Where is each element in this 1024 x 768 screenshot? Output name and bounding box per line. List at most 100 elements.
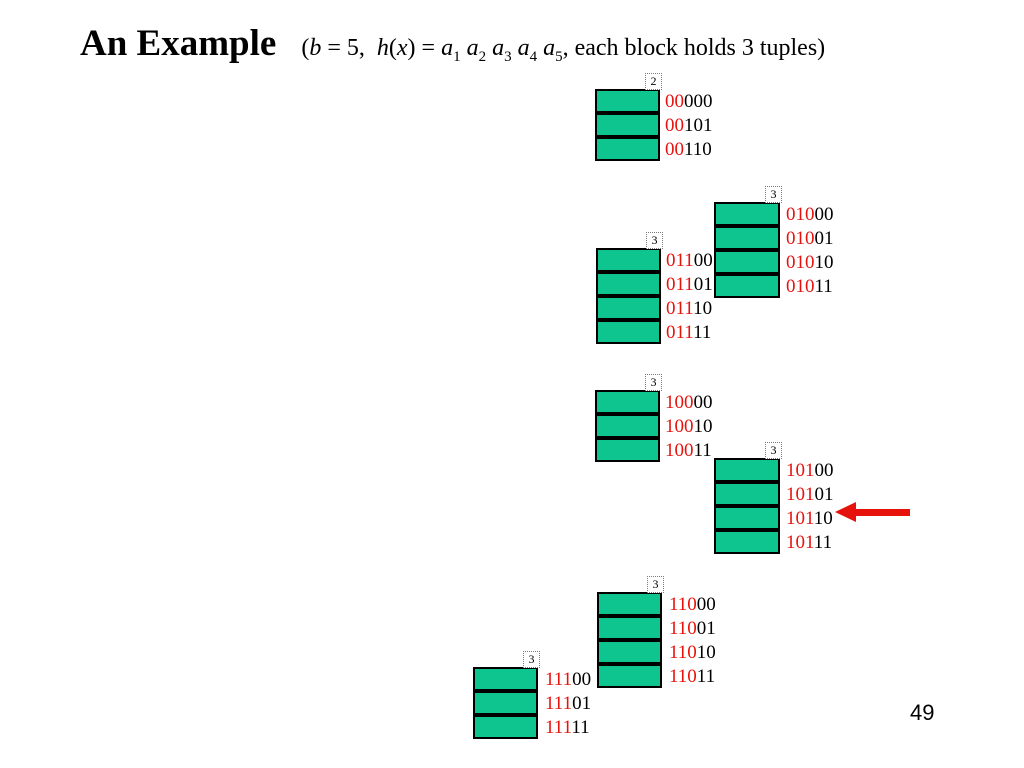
entry-black-suffix: 00 <box>693 392 713 413</box>
bucket-bits-tag: 3 <box>523 651 540 668</box>
entry-black-suffix: 01 <box>572 693 592 714</box>
entry-black-suffix: 11 <box>696 666 716 687</box>
bucket-entry-label: 11001 <box>669 616 716 640</box>
bucket-cell <box>714 274 780 298</box>
bucket-entry-label: 00000 <box>665 89 713 113</box>
bucket-cell <box>714 458 780 482</box>
entry-red-prefix: 00 <box>665 91 684 112</box>
red-pointer-arrow <box>835 502 911 522</box>
entry-black-suffix: 00 <box>814 204 834 225</box>
subtitle-fragment: x <box>396 35 408 61</box>
subtitle-fragment: 5 <box>555 49 563 65</box>
subtitle-fragment: 4 <box>529 49 538 65</box>
bucket-entry-label: 11010 <box>669 640 716 664</box>
page-number: 49 <box>910 700 935 725</box>
entry-black-suffix: 10 <box>696 642 716 663</box>
entry-red-prefix: 00 <box>665 115 684 136</box>
bucket-cell <box>714 530 780 554</box>
subtitle-fragment: ( <box>301 35 310 61</box>
entry-black-suffix: 01 <box>693 274 713 295</box>
bucket-entry-label: 01001 <box>786 226 834 250</box>
entry-black-suffix: 01 <box>696 618 716 639</box>
subtitle-fragment: a <box>466 35 479 61</box>
bucket-cell <box>595 89 660 113</box>
bucket-cell <box>714 250 780 274</box>
bucket-cell <box>714 202 780 226</box>
entry-red-prefix: 101 <box>786 460 815 481</box>
subtitle-fragment: h <box>376 35 389 61</box>
bucket-entry-label: 10101 <box>786 482 834 506</box>
subtitle-fragment: 2 <box>478 49 487 65</box>
entry-black-suffix: 110 <box>684 139 712 160</box>
entry-red-prefix: 010 <box>786 204 815 225</box>
bucket-bits-tag: 2 <box>645 73 662 90</box>
subtitle-fragment: ( <box>388 35 397 61</box>
bucket-entry-label: 00101 <box>665 113 713 137</box>
slide-title: An Example <box>80 23 277 64</box>
slide-header: An Example (b = 5, h(x) = a1 a2 a3 a4 a5… <box>80 22 825 66</box>
entry-red-prefix: 011 <box>666 322 694 343</box>
entry-red-prefix: 011 <box>666 250 694 271</box>
bucket-cell <box>714 482 780 506</box>
entry-red-prefix: 011 <box>666 298 694 319</box>
bucket-cell <box>596 248 661 272</box>
arrow-shaft <box>854 508 910 516</box>
entry-red-prefix: 110 <box>669 666 697 687</box>
bucket-entry-label: 00110 <box>665 137 712 161</box>
bucket-bits-tag: 3 <box>647 576 664 593</box>
bucket-entry-label: 01110 <box>666 296 712 320</box>
bucket-cell <box>473 691 538 715</box>
bucket-cell <box>597 664 662 688</box>
entry-black-suffix: 11 <box>693 440 712 461</box>
bucket-cell <box>714 226 780 250</box>
bucket-cell <box>597 592 662 616</box>
entry-red-prefix: 100 <box>665 440 694 461</box>
bucket-entry-label: 01010 <box>786 250 834 274</box>
arrow-head <box>835 502 856 522</box>
entry-black-suffix: 10 <box>814 252 834 273</box>
entry-black-suffix: 10 <box>813 508 833 529</box>
bucket-entry-label: 01000 <box>786 202 834 226</box>
bucket-entry-label: 10000 <box>665 390 713 414</box>
entry-red-prefix: 110 <box>669 642 697 663</box>
bucket-bits-tag: 3 <box>645 374 662 391</box>
bucket-bits-tag: 3 <box>646 232 663 249</box>
entry-black-suffix: 11 <box>693 322 712 343</box>
bucket-cell <box>597 616 662 640</box>
bucket-cell <box>714 506 780 530</box>
bucket-cell <box>596 320 661 344</box>
entry-red-prefix: 111 <box>545 693 573 714</box>
subtitle-fragment: = 5, <box>321 35 377 61</box>
entry-black-suffix: 11 <box>571 717 590 738</box>
bucket-bits-tag: 3 <box>765 186 782 203</box>
bucket-cell <box>597 640 662 664</box>
bucket-entry-label: 10100 <box>786 458 834 482</box>
bucket-entry-label: 10111 <box>786 530 832 554</box>
entry-black-suffix: 00 <box>814 460 834 481</box>
entry-red-prefix: 101 <box>786 532 814 553</box>
bucket-cell <box>595 414 660 438</box>
entry-red-prefix: 101 <box>786 508 814 529</box>
bucket-cell <box>596 272 661 296</box>
entry-red-prefix: 00 <box>665 139 684 160</box>
entry-red-prefix: 100 <box>665 416 694 437</box>
entry-black-suffix: 000 <box>684 91 713 112</box>
bucket-entry-label: 11101 <box>545 691 591 715</box>
bucket-entry-label: 11111 <box>545 715 590 739</box>
bucket-cell <box>595 390 660 414</box>
bucket-cell <box>595 438 660 462</box>
entry-black-suffix: 10 <box>693 416 713 437</box>
slide-subtitle: (b = 5, h(x) = a1 a2 a3 a4 a5, each bloc… <box>301 35 825 66</box>
bucket-cell <box>595 113 660 137</box>
bucket-cell <box>473 715 538 739</box>
entry-red-prefix: 111 <box>545 669 573 690</box>
bucket-entry-label: 01111 <box>666 320 711 344</box>
entry-red-prefix: 011 <box>666 274 694 295</box>
subtitle-fragment: ) = <box>407 35 442 61</box>
